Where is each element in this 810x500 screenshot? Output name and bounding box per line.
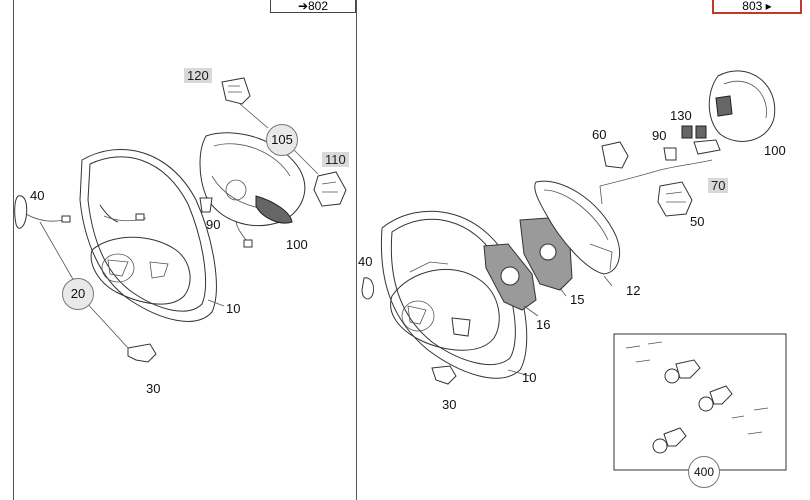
callout-60[interactable]: 60 — [592, 127, 607, 142]
callout-100-right[interactable]: 100 — [764, 143, 786, 158]
callout-90-right[interactable]: 90 — [652, 128, 667, 143]
callout-70[interactable]: 70 — [708, 178, 729, 193]
callout-130[interactable]: 130 — [670, 108, 692, 123]
callout-120[interactable]: 120 — [184, 68, 212, 83]
callout-15[interactable]: 15 — [570, 292, 585, 307]
left-steering-wheel — [79, 148, 217, 322]
panel-divider — [356, 0, 357, 500]
callout-12[interactable]: 12 — [626, 283, 641, 298]
callout-10-left[interactable]: 10 — [226, 301, 241, 316]
callout-90-left[interactable]: 90 — [206, 217, 221, 232]
callout-50[interactable]: 50 — [690, 214, 705, 229]
callout-30-right[interactable]: 30 — [442, 397, 457, 412]
callout-110[interactable]: 110 — [322, 152, 349, 167]
callout-20[interactable]: 20 — [62, 278, 94, 310]
callout-40-right[interactable]: 40 — [358, 254, 373, 269]
left-panel-border — [13, 0, 14, 500]
screw-set — [625, 341, 769, 454]
callout-30-left[interactable]: 30 — [146, 381, 161, 396]
callout-400[interactable]: 400 — [688, 456, 720, 488]
reference-803-link[interactable]: 803 ▸ — [712, 0, 802, 14]
callout-16[interactable]: 16 — [536, 317, 551, 332]
reference-802-link[interactable]: ➔802 — [270, 0, 356, 13]
callout-10-right[interactable]: 10 — [522, 370, 537, 385]
callout-40-left[interactable]: 40 — [30, 188, 45, 203]
callout-100-left[interactable]: 100 — [286, 237, 308, 252]
callout-105[interactable]: 105 — [266, 124, 298, 156]
